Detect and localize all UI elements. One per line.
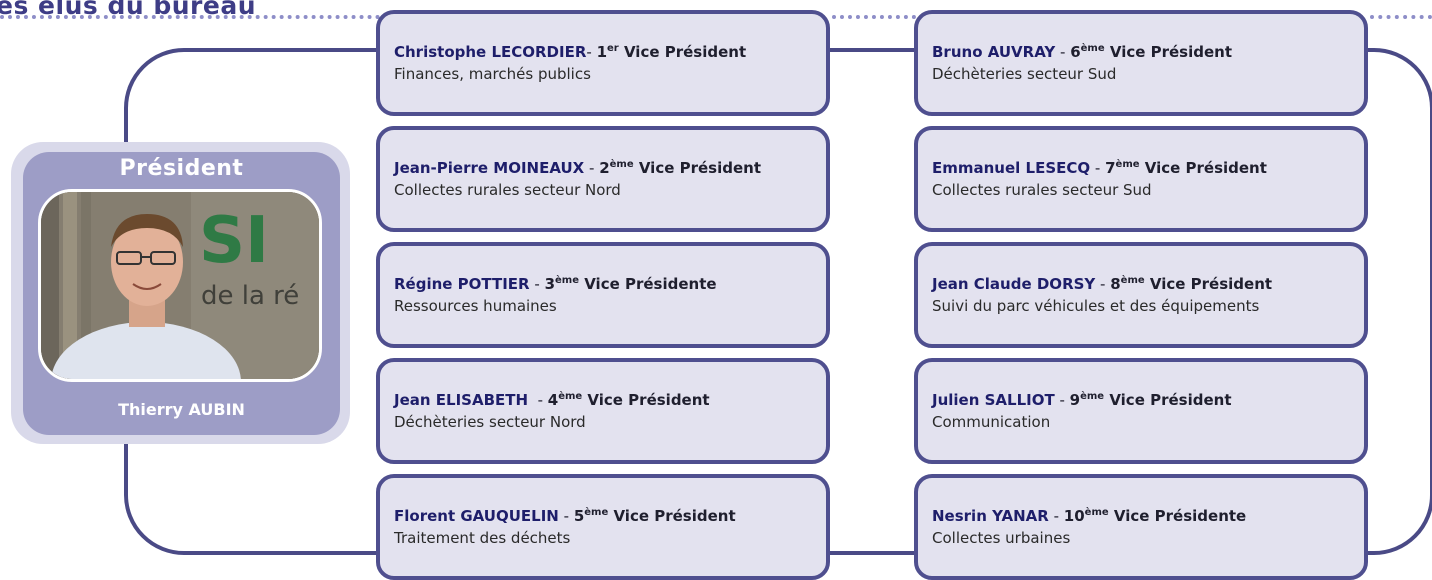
vp-role: Vice Président [1139,159,1267,177]
vp-mission: Collectes rurales secteur Nord [394,181,621,199]
vp-rank-number: 8 [1110,275,1121,293]
vp-role: Vice Président [582,391,710,409]
vp-role: Vice Présidente [1108,507,1247,525]
vp-mission: Suivi du parc véhicules et des équipemen… [932,297,1260,315]
card-heading: Nesrin YANAR - 10ème Vice Présidente [932,505,1350,527]
vice-president-card: Nesrin YANAR - 10ème Vice Présidente Col… [914,474,1368,580]
vice-president-card: Jean ELISABETH - 4ème Vice Président Déc… [376,358,830,464]
vice-president-card: Julien SALLIOT - 9ème Vice Président Com… [914,358,1368,464]
card-heading: Emmanuel LESECQ - 7ème Vice Président [932,157,1350,179]
card-heading: Jean-Pierre MOINEAUX - 2ème Vice Préside… [394,157,812,179]
vp-name: Christophe LECORDIER [394,43,587,61]
card-heading: Bruno AUVRAY - 6ème Vice Président [932,41,1350,63]
vp-name: Julien SALLIOT [932,391,1055,409]
card-heading: Florent GAUQUELIN - 5ème Vice Président [394,505,812,527]
vp-separator: - [1055,43,1071,61]
card-heading: Jean ELISABETH - 4ème Vice Président [394,389,812,411]
vice-president-card: Jean Claude DORSY - 8ème Vice Président … [914,242,1368,348]
vp-mission: Collectes rurales secteur Sud [932,181,1152,199]
vp-rank-suffix: ème [609,159,634,170]
president-title: Président [119,156,244,181]
title-dotted-line-right [1370,15,1432,19]
vp-rank-number: 3 [544,275,555,293]
card-heading: Christophe LECORDIER- 1er Vice Président [394,41,812,63]
vp-rank-number: 1 [596,43,608,61]
vp-rank-number: 10 [1063,507,1085,525]
president-name: Thierry AUBIN [118,400,245,419]
vp-separator: - [584,159,600,177]
president-photo: SI de la ré [38,189,322,382]
card-heading: Régine POTTIER - 3ème Vice Présidente [394,273,812,295]
vp-name: Jean Claude DORSY [932,275,1096,293]
vp-separator: - [529,275,545,293]
vp-mission: Finances, marchés publics [394,65,591,83]
vp-mission: Collectes urbaines [932,529,1071,547]
vp-separator: - [1048,507,1064,525]
vp-mission: Déchèteries secteur Sud [932,65,1117,83]
vp-name: Régine POTTIER [394,275,530,293]
vp-role: Vice Président [1144,275,1273,293]
vp-rank-suffix: ème [555,275,579,286]
vp-role: Vice Président [1104,391,1232,409]
vp-role: Vice Président [618,43,747,61]
vp-name: Jean ELISABETH [394,391,529,409]
vp-rank-suffix: ème [558,391,583,402]
vice-president-card: Jean-Pierre MOINEAUX - 2ème Vice Préside… [376,126,830,232]
vp-mission: Traitement des déchets [394,529,571,547]
vp-rank-number: 9 [1069,391,1081,409]
vice-president-card: Emmanuel LESECQ - 7ème Vice Président Co… [914,126,1368,232]
vp-separator: - [558,507,574,525]
vp-separator: - [528,391,548,409]
vp-rank-suffix: ème [1120,275,1145,286]
vp-role: Vice Président [608,507,736,525]
vp-separator: - [586,43,597,61]
vp-rank-number: 2 [599,159,610,177]
vp-rank-number: 5 [573,507,585,525]
vp-rank-suffix: ème [1080,43,1105,54]
photo-sign-text: SI [199,204,269,278]
vp-rank-number: 6 [1070,43,1081,61]
vice-president-card: Régine POTTIER - 3ème Vice Présidente Re… [376,242,830,348]
vp-role: Vice Présidente [578,275,717,293]
vp-role: Vice Président [1104,43,1233,61]
vp-name: Florent GAUQUELIN [394,507,559,525]
vp-separator: - [1095,275,1111,293]
title-dotted-line-left [0,15,380,19]
vp-name: Jean-Pierre MOINEAUX [394,159,585,177]
vice-president-card: Christophe LECORDIER- 1er Vice Président… [376,10,830,116]
vp-name: Bruno AUVRAY [932,43,1056,61]
title-dotted-line-middle [832,15,916,19]
vp-name: Nesrin YANAR [932,507,1049,525]
vp-role: Vice Président [633,159,761,177]
vp-name: Emmanuel LESECQ [932,159,1091,177]
vp-mission: Ressources humaines [394,297,557,315]
vp-rank-suffix: ème [1084,507,1109,518]
vp-rank-number: 4 [547,391,559,409]
vp-rank-suffix: er [607,43,619,54]
vp-rank-suffix: ème [584,507,609,518]
president-photo-illustration: SI de la ré [41,192,319,379]
vice-president-card: Florent GAUQUELIN - 5ème Vice Président … [376,474,830,580]
vp-mission: Déchèteries secteur Nord [394,413,586,431]
vice-president-card: Bruno AUVRAY - 6ème Vice Président Déchè… [914,10,1368,116]
vp-rank-suffix: ème [1080,391,1105,402]
vp-rank-number: 7 [1105,159,1116,177]
vp-rank-suffix: ème [1115,159,1140,170]
card-heading: Jean Claude DORSY - 8ème Vice Président [932,273,1350,295]
photo-sign-text-small: de la ré [201,281,299,311]
vp-mission: Communication [932,413,1051,431]
vp-separator: - [1090,159,1106,177]
vp-separator: - [1054,391,1070,409]
card-heading: Julien SALLIOT - 9ème Vice Président [932,389,1350,411]
